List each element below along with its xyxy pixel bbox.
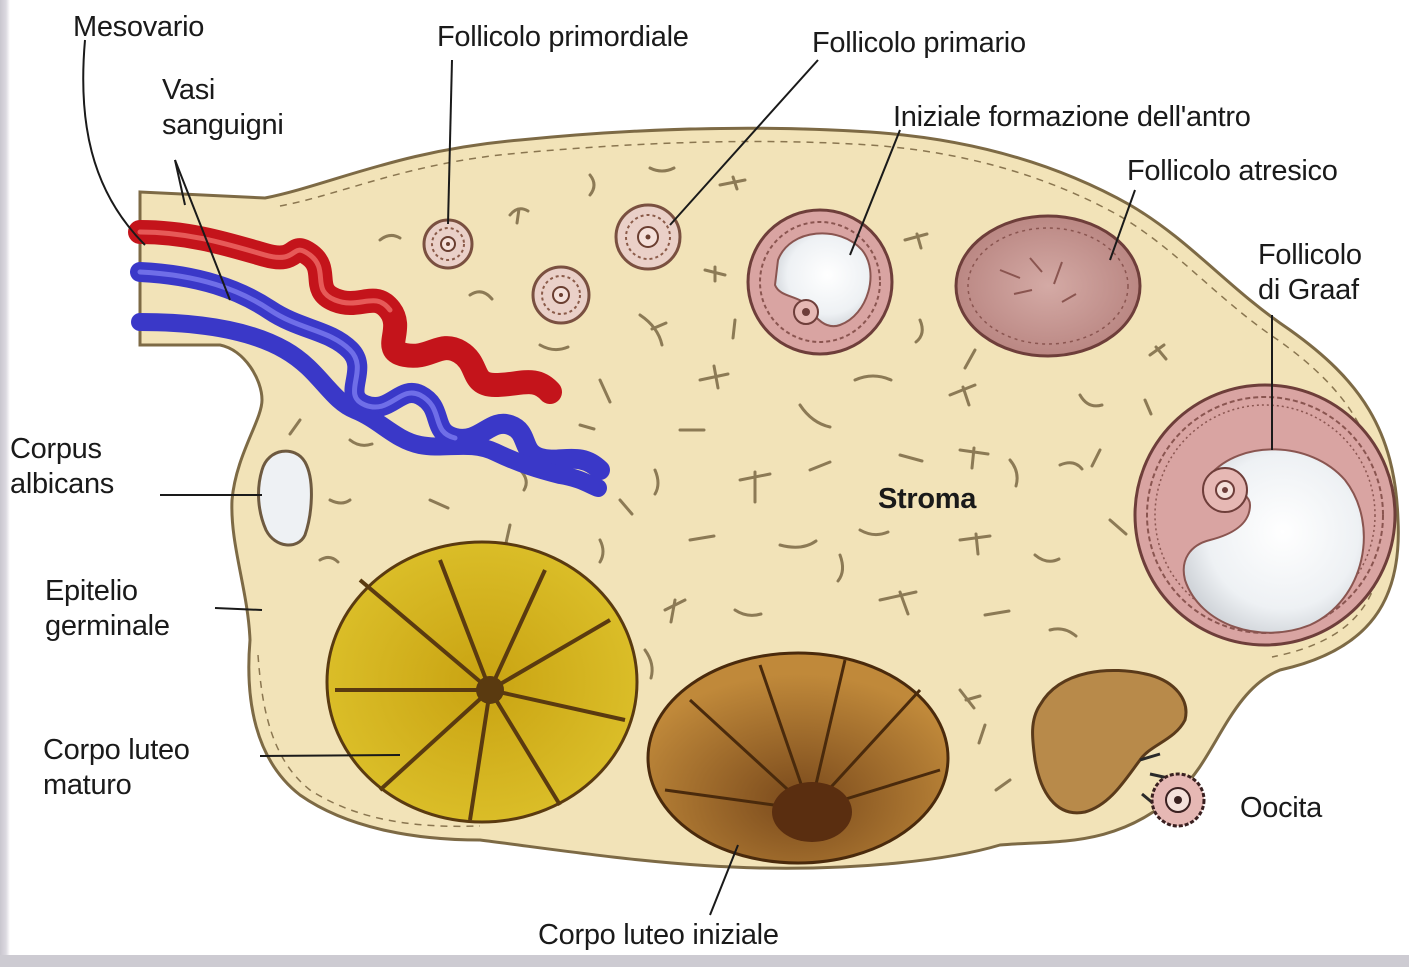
label-oocita: Oocita — [1240, 791, 1322, 826]
label-mesovario: Mesovario — [73, 10, 204, 45]
bottom-border — [0, 955, 1409, 967]
label-corpo-luteo-maturo: Corpo luteo maturo — [43, 733, 190, 803]
primary-follicle — [616, 205, 680, 269]
oocyte — [1152, 774, 1204, 826]
corpus-albicans — [259, 451, 312, 545]
early-antrum-follicle — [748, 210, 892, 354]
label-follicolo-primario: Follicolo primario — [812, 26, 1026, 61]
label-epitelio-germinale: Epitelio germinale — [45, 574, 170, 644]
label-vasi-sanguigni: Vasi sanguigni — [162, 73, 283, 143]
label-follicolo-atresico: Follicolo atresico — [1127, 154, 1338, 189]
label-follicolo-primordiale: Follicolo primordiale — [437, 20, 689, 55]
label-corpo-luteo-iniziale: Corpo luteo iniziale — [538, 918, 779, 953]
label-corpus-albicans: Corpus albicans — [10, 432, 114, 502]
primordial-follicle-2 — [533, 267, 589, 323]
primordial-follicle — [424, 220, 472, 268]
mature-corpus-luteum — [327, 542, 637, 822]
label-follicolo-graaf: Follicolo di Graaf — [1258, 238, 1362, 308]
label-iniziale-antro: Iniziale formazione dell'antro — [893, 100, 1251, 135]
atretic-follicle — [956, 216, 1140, 356]
label-stroma: Stroma — [878, 482, 976, 517]
graafian-follicle — [1135, 385, 1395, 645]
initial-corpus-luteum — [648, 653, 948, 863]
